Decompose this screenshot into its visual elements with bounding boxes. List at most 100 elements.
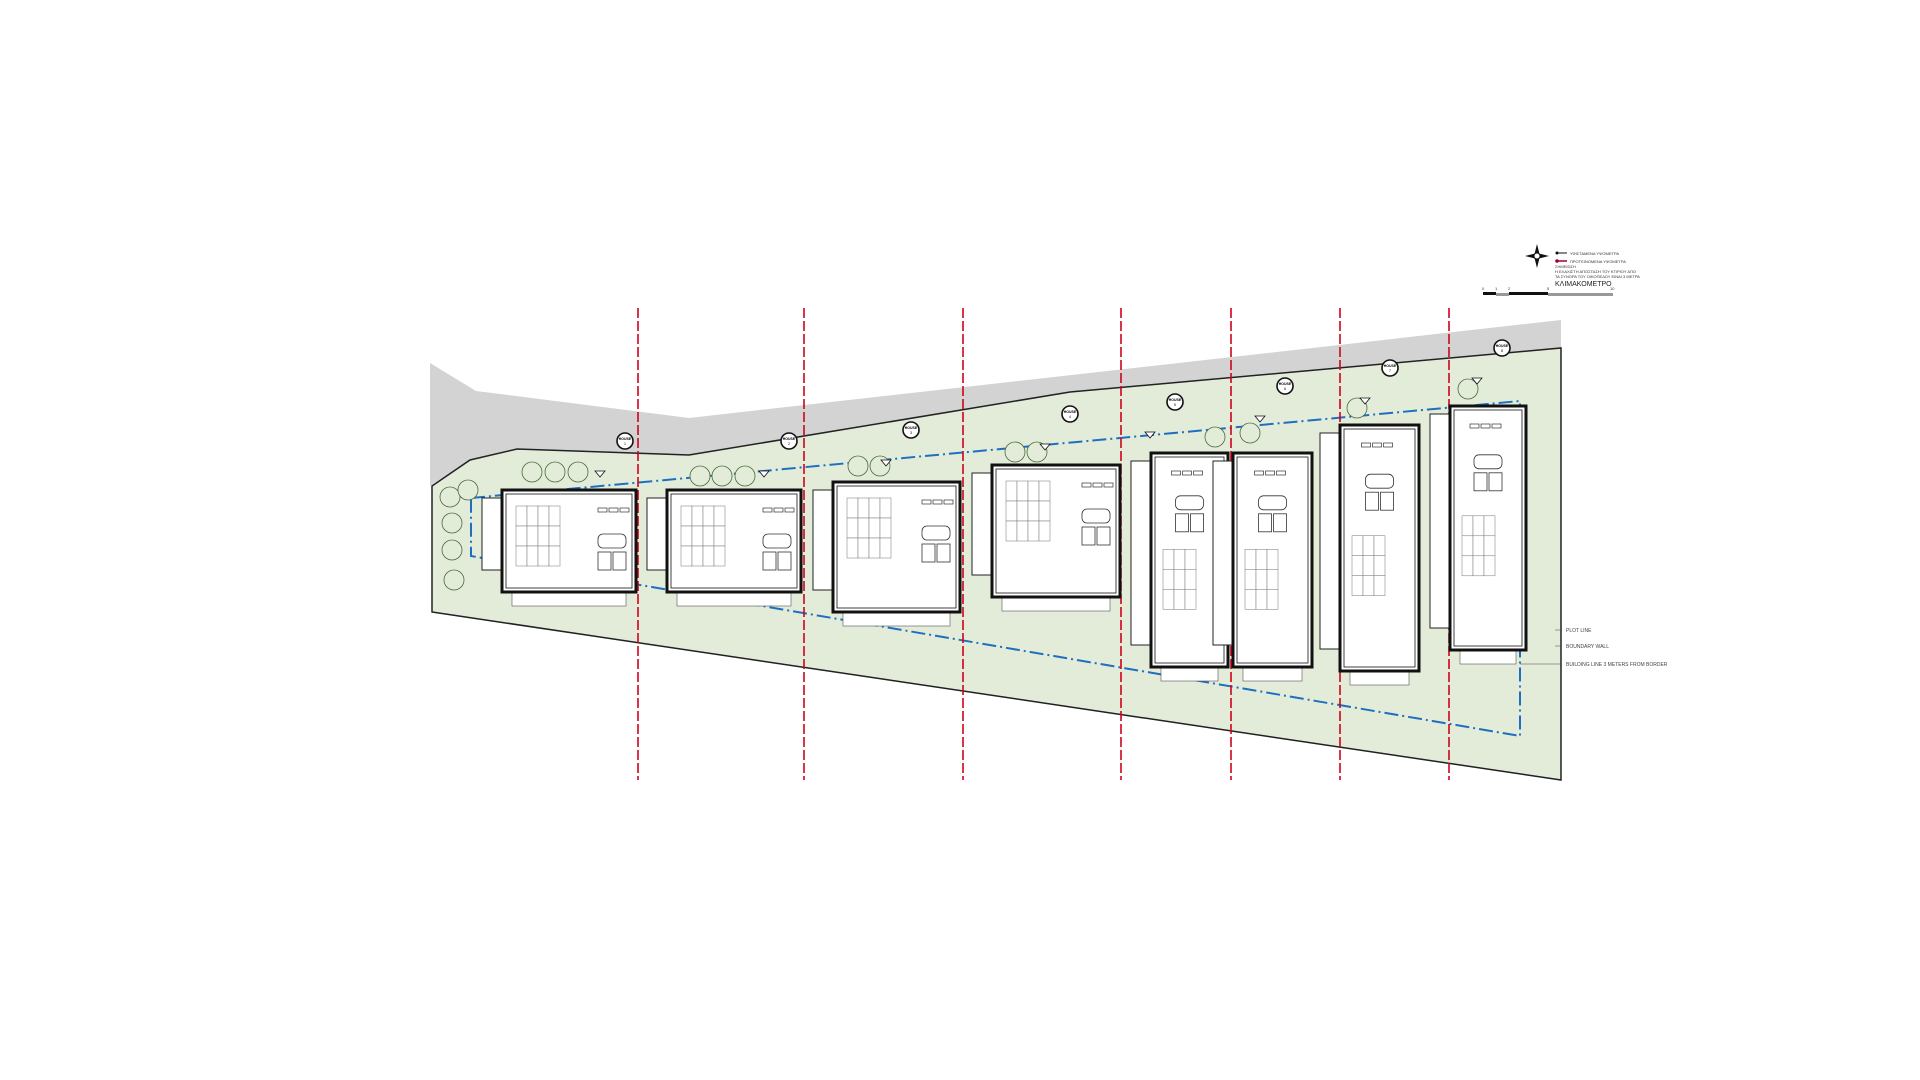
panel-cell <box>1351 535 1364 556</box>
panel-cell <box>702 545 715 567</box>
panel-cell <box>526 545 539 567</box>
panel-cell <box>1173 549 1186 570</box>
water-tank-icon <box>1383 442 1393 448</box>
panel-cell <box>1038 480 1051 502</box>
terrace <box>971 472 993 576</box>
panel-cell <box>1162 569 1175 590</box>
house-markers: HOUSE1HOUSE2HOUSE3HOUSE4HOUSE5HOUSE6HOUS… <box>594 339 1511 478</box>
tree-icon <box>441 539 463 561</box>
panel-cell <box>1483 555 1496 577</box>
building <box>646 488 803 607</box>
parking <box>1242 666 1303 682</box>
house-label: HOUSE <box>783 437 796 441</box>
house-number: 4 <box>1069 415 1071 419</box>
tree-icon <box>443 569 465 591</box>
house-label: HOUSE <box>1064 410 1077 414</box>
panel-cell <box>1027 500 1040 522</box>
boiler-icon <box>1081 508 1111 524</box>
panel-cell <box>1005 500 1018 522</box>
panel-cell <box>1483 515 1496 537</box>
house-label: HOUSE <box>905 426 918 430</box>
panel-cell <box>1373 555 1386 576</box>
panel-cell <box>548 505 561 527</box>
panel-cell <box>857 517 870 539</box>
terrace <box>1212 460 1234 646</box>
tree-icon <box>689 465 711 487</box>
building <box>812 480 962 627</box>
svg-text:2: 2 <box>1508 286 1511 291</box>
panel-cell <box>1351 555 1364 576</box>
boiler-icon <box>921 525 951 541</box>
panel-cell <box>1173 589 1186 610</box>
water-tank-icon <box>608 507 619 513</box>
boiler-icon <box>1365 473 1394 489</box>
panel-cell <box>868 497 881 519</box>
panel-cell <box>1266 569 1279 590</box>
water-tank-icon <box>1361 442 1371 448</box>
panel-cell <box>680 505 693 527</box>
water-tank-icon <box>1081 482 1092 488</box>
panel-cell <box>846 497 859 519</box>
panel-cell <box>868 537 881 559</box>
water-tank-icon <box>1171 470 1181 476</box>
panel-cell <box>1461 535 1474 557</box>
boundary-wall-label: BOUNDARY WALL <box>1566 644 1609 650</box>
water-tank-icon <box>773 507 784 513</box>
svg-text:0: 0 <box>1482 286 1485 291</box>
panel-cell <box>1373 535 1386 556</box>
water-tank-icon <box>932 499 943 505</box>
house-number: 1 <box>624 442 626 446</box>
entrance-arrow-icon <box>1471 377 1483 385</box>
water-tank-icon <box>1469 423 1480 429</box>
boiler-icon <box>1175 495 1204 511</box>
panel-cell <box>713 505 726 527</box>
parking <box>1001 596 1111 612</box>
house-number: 7 <box>1389 369 1391 373</box>
panel-cell <box>1362 575 1375 596</box>
panel-cell <box>1461 515 1474 537</box>
panel-cell <box>691 545 704 567</box>
water-tank-icon <box>762 507 773 513</box>
boiler-icon <box>762 533 792 549</box>
house-label: HOUSE <box>1279 382 1292 386</box>
panel-cell <box>1266 589 1279 610</box>
panel-cell <box>1266 549 1279 570</box>
building-line <box>470 399 1521 738</box>
terrace <box>1319 432 1341 650</box>
water-tank-icon <box>1103 482 1114 488</box>
water-tank-icon <box>619 507 630 513</box>
panel-cell <box>680 525 693 547</box>
tree-icon <box>457 479 479 501</box>
panel-cell <box>537 545 550 567</box>
panel-cell <box>526 525 539 547</box>
panel-cell <box>1255 569 1268 590</box>
water-tank-icon <box>1491 423 1502 429</box>
tree-icon <box>734 465 756 487</box>
entrance-arrow-icon <box>1144 431 1156 439</box>
buildings <box>481 404 1528 686</box>
tree-icon <box>847 455 869 477</box>
tree-icon <box>1346 397 1368 419</box>
water-tank-icon <box>1276 470 1286 476</box>
panel-cell <box>1483 535 1496 557</box>
boiler-icon <box>597 533 627 549</box>
house-label: HOUSE <box>1384 364 1397 368</box>
tree-icon <box>441 512 463 534</box>
panel-cell <box>868 517 881 539</box>
road <box>430 320 1561 486</box>
building <box>481 488 638 607</box>
panel-cell <box>1255 589 1268 610</box>
panel-cell <box>1472 535 1485 557</box>
svg-text:10: 10 <box>1610 286 1615 291</box>
terrace <box>481 497 503 571</box>
building-line-label: BUILDING LINE 3 METERS FROM BORDER <box>1566 662 1668 668</box>
water-tank-icon <box>1193 470 1203 476</box>
parking <box>842 611 951 627</box>
building <box>1212 451 1314 682</box>
